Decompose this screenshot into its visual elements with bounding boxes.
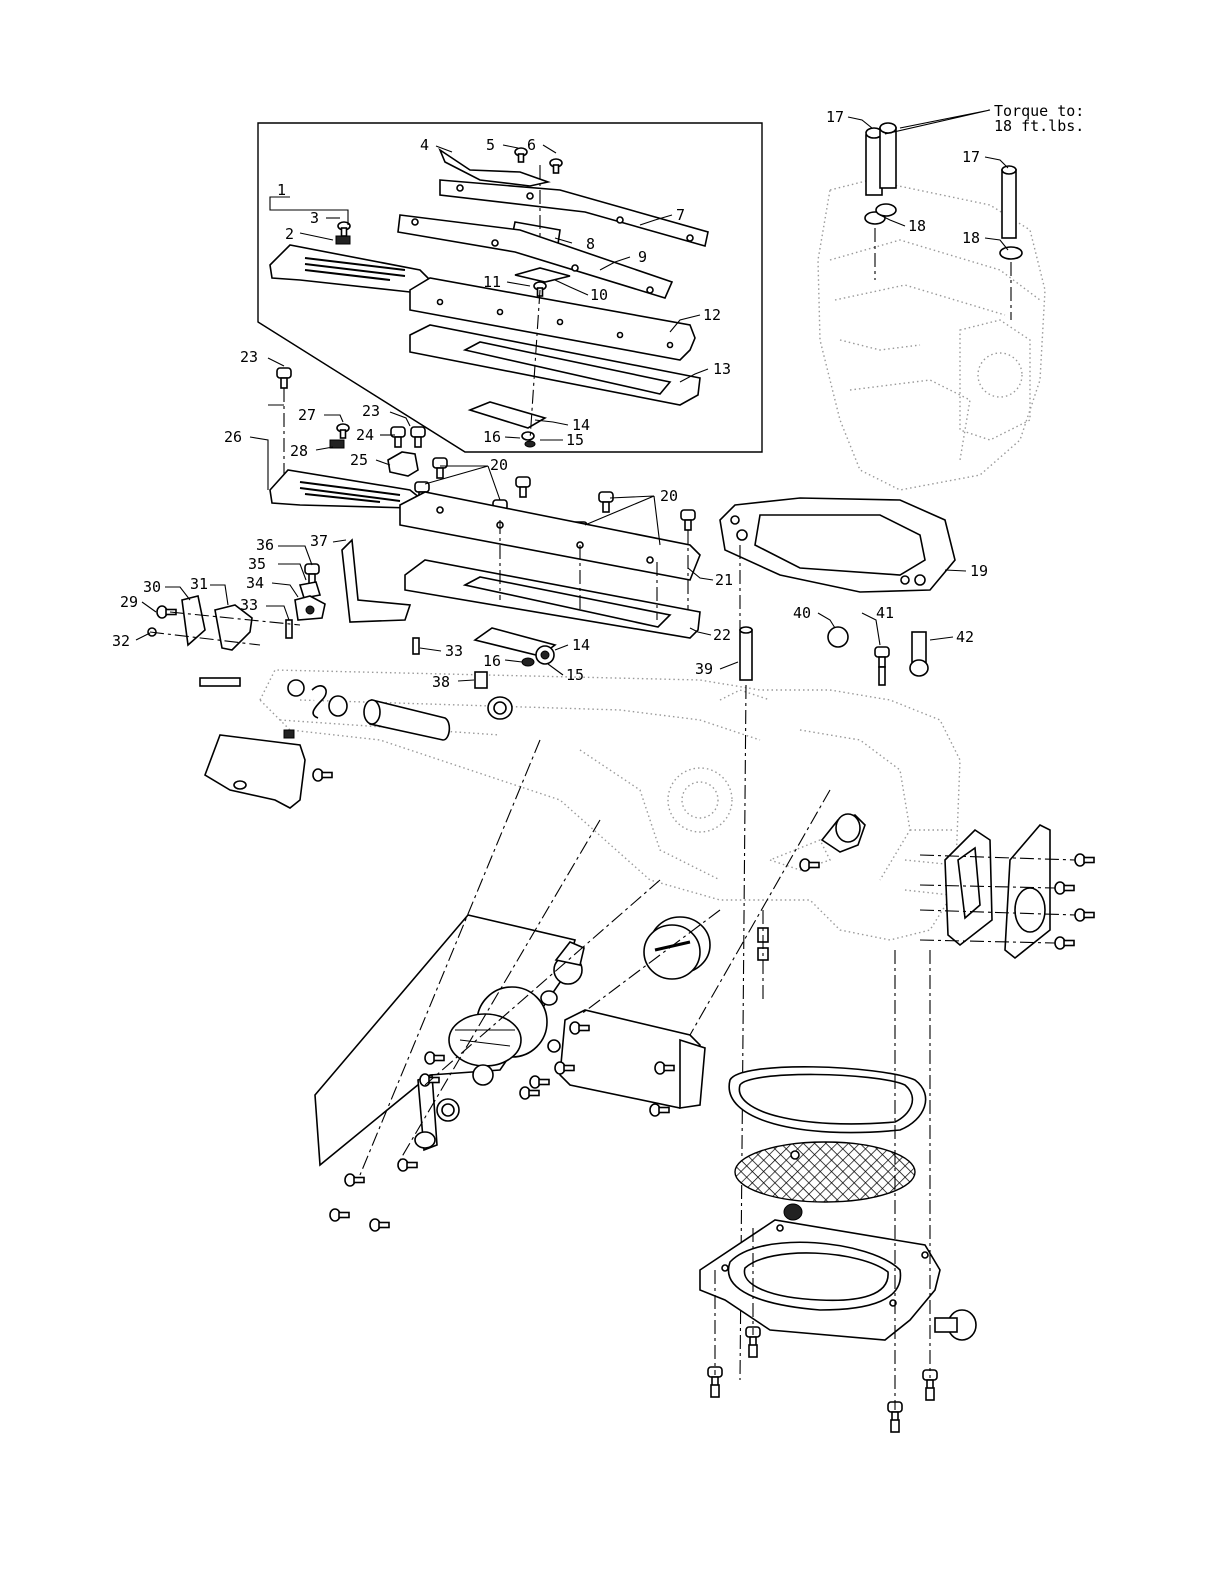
callout-26: 26 (224, 428, 242, 446)
callout-27: 27 (298, 406, 316, 424)
callout-37: 37 (310, 532, 328, 550)
callout-23-right: 23 (362, 402, 380, 420)
callout-17-right: 17 (962, 148, 980, 166)
callout-4: 4 (420, 136, 429, 154)
callout-6: 6 (527, 136, 536, 154)
callout-33-right: 33 (445, 642, 463, 660)
main-plate-assembly (148, 368, 928, 808)
callout-11: 11 (483, 273, 501, 291)
callout-18-right: 18 (962, 229, 980, 247)
callout-9: 9 (638, 248, 647, 266)
callout-34: 34 (246, 574, 264, 592)
callout-1: 1 (277, 181, 286, 199)
callout-3: 3 (310, 209, 319, 227)
callout-24: 24 (356, 426, 374, 444)
torque-note: Torque to: 18 ft.lbs. (994, 102, 1084, 135)
side-cover-parts (920, 825, 1094, 958)
callout-18-left: 18 (908, 217, 926, 235)
callout-39: 39 (695, 660, 713, 678)
callout-28: 28 (290, 442, 308, 460)
callout-42: 42 (956, 628, 974, 646)
torque-note-line2: 18 ft.lbs. (994, 117, 1084, 135)
callout-20-right: 20 (660, 487, 678, 505)
callout-21: 21 (715, 571, 733, 589)
callout-14-main: 14 (572, 636, 590, 654)
callout-29: 29 (120, 593, 138, 611)
callout-32: 32 (112, 632, 130, 650)
callout-36: 36 (256, 536, 274, 554)
callout-22: 22 (713, 626, 731, 644)
callout-20-left: 20 (490, 456, 508, 474)
callout-25: 25 (350, 451, 368, 469)
callout-19: 19 (970, 562, 988, 580)
callout-38: 38 (432, 673, 450, 691)
callout-13: 13 (713, 360, 731, 378)
callout-33-left: 33 (240, 596, 258, 614)
callout-16-main: 16 (483, 652, 501, 670)
inset-parts (270, 148, 708, 447)
callout-30: 30 (143, 578, 161, 596)
callout-5: 5 (486, 136, 495, 154)
callout-15-main: 15 (566, 666, 584, 684)
callout-41: 41 (876, 604, 894, 622)
callout-40: 40 (793, 604, 811, 622)
callout-10: 10 (590, 286, 608, 304)
callout-16-inset: 16 (483, 428, 501, 446)
callout-8: 8 (586, 235, 595, 253)
callout-7: 7 (676, 206, 685, 224)
callout-17-left: 17 (826, 108, 844, 126)
callout-31: 31 (190, 575, 208, 593)
callout-2: 2 (285, 225, 294, 243)
callout-12: 12 (703, 306, 721, 324)
callout-35: 35 (248, 555, 266, 573)
callout-15-inset: 15 (566, 431, 584, 449)
callout-23-left: 23 (240, 348, 258, 366)
